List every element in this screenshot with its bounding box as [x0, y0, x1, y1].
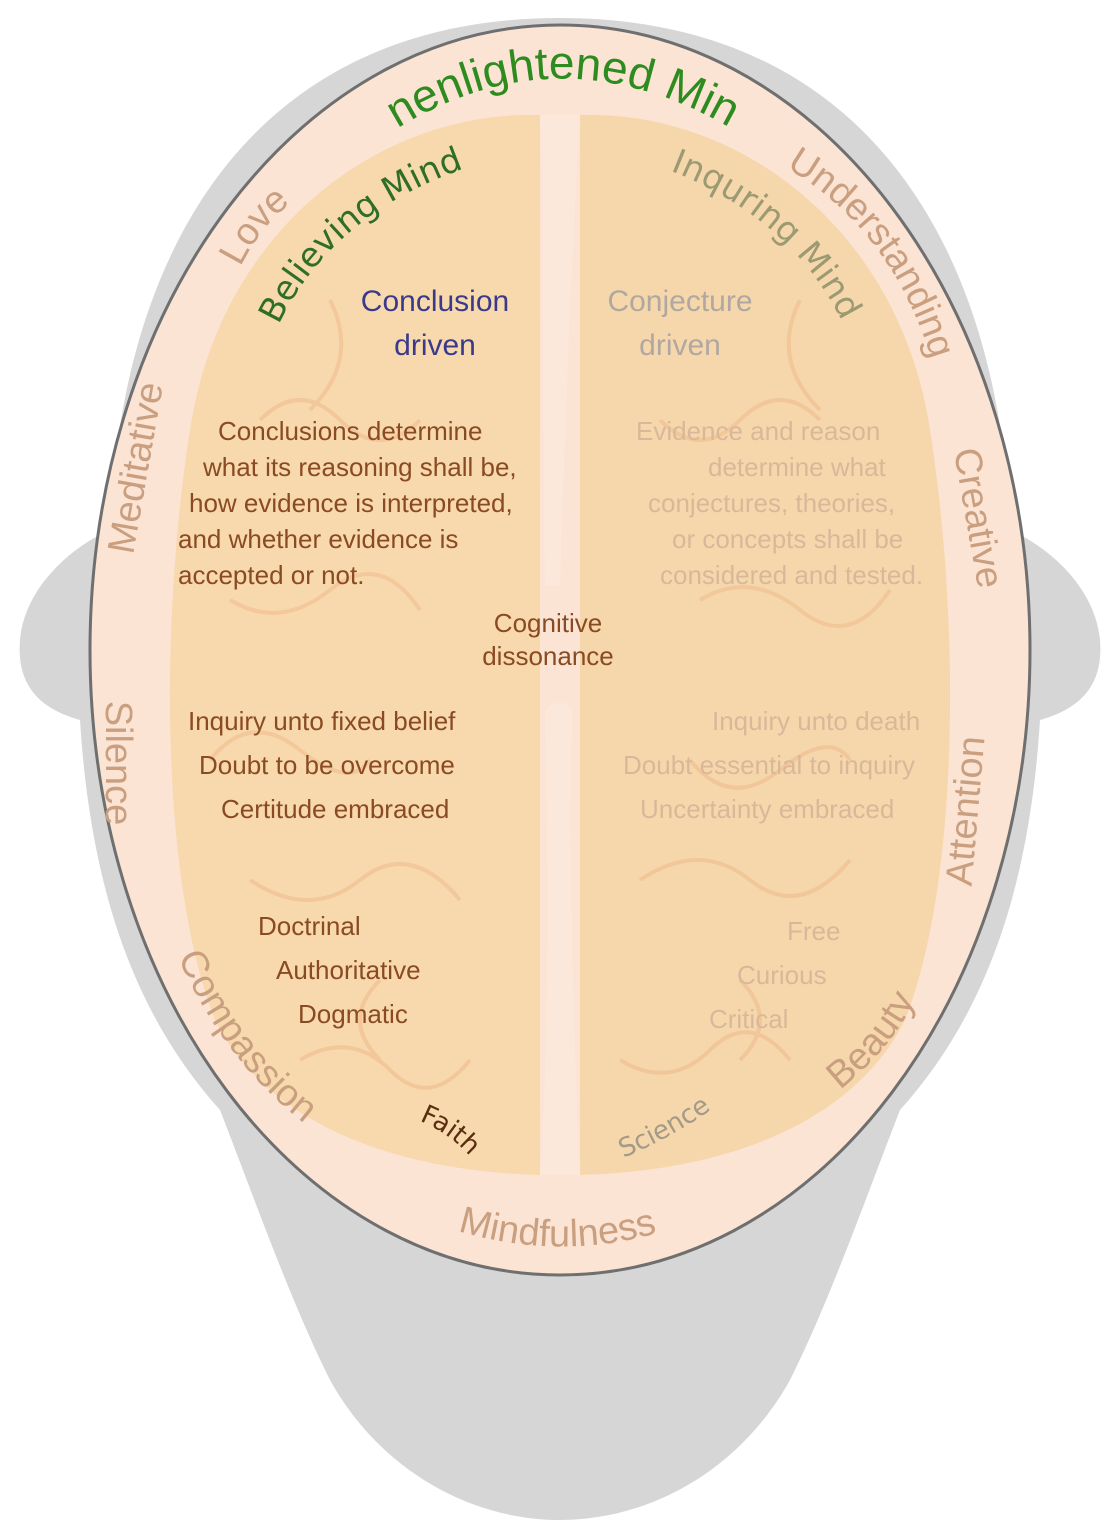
right-inquiry-line-1: Inquiry unto death	[712, 706, 921, 736]
right-trait-3: Critical	[709, 1004, 789, 1034]
conjecture-driven-line1: Conjecture	[607, 285, 753, 318]
brain-fissure-bottom	[540, 702, 580, 1175]
right-inquiry-line-3: Uncertainty embraced	[640, 794, 895, 824]
left-trait-3: Dogmatic	[298, 999, 408, 1029]
right-trait-1: Free	[787, 916, 841, 946]
cognitive-dissonance-label: Cognitive dissonance	[458, 607, 638, 672]
left-inquiry-line-1: Inquiry unto fixed belief	[188, 706, 456, 736]
right-inquiry-line-2: Doubt essential to inquiry	[623, 750, 915, 780]
conclusion-driven-line1: Conclusion	[360, 285, 510, 318]
left-paragraph-line-1: Conclusions determine	[218, 416, 483, 446]
right-paragraph-line-3: conjectures, theories,	[648, 488, 896, 518]
cognitive-dissonance-line1: Cognitive	[493, 608, 603, 638]
left-paragraph-line-3: how evidence is interpreted,	[189, 488, 513, 518]
left-inquiry-line-2: Doubt to be overcome	[199, 750, 455, 780]
rim-silence: Silence	[97, 701, 139, 826]
left-paragraph-line-5: accepted or not.	[178, 560, 365, 590]
conjecture-driven-header: Conjecture driven	[585, 280, 775, 367]
brain-folds	[208, 299, 892, 1090]
left-trait-1: Doctrinal	[258, 911, 361, 941]
cognitive-dissonance-line2: dissonance	[482, 640, 614, 671]
right-trait-2: Curious	[737, 960, 827, 990]
brain-fissure-top	[540, 115, 580, 585]
left-inquiry-line-3: Certitude embraced	[221, 794, 450, 824]
right-paragraph-line-5: considered and tested.	[660, 560, 924, 590]
left-trait-2: Authoritative	[276, 955, 421, 985]
left-paragraph-line-4: and whether evidence is	[178, 524, 459, 554]
conclusion-driven-line2: driven	[394, 328, 476, 362]
right-paragraph-line-1: Evidence and reason	[636, 416, 881, 446]
right-hemisphere	[580, 114, 951, 1176]
conclusion-driven-header: Conclusion driven	[340, 280, 530, 367]
right-paragraph-line-2: determine what	[708, 452, 886, 482]
left-paragraph-line-2: what its reasoning shall be,	[203, 452, 517, 482]
right-paragraph-line-4: or concepts shall be	[672, 524, 904, 554]
conjecture-driven-line2: driven	[639, 328, 721, 362]
left-hemisphere	[169, 114, 540, 1176]
